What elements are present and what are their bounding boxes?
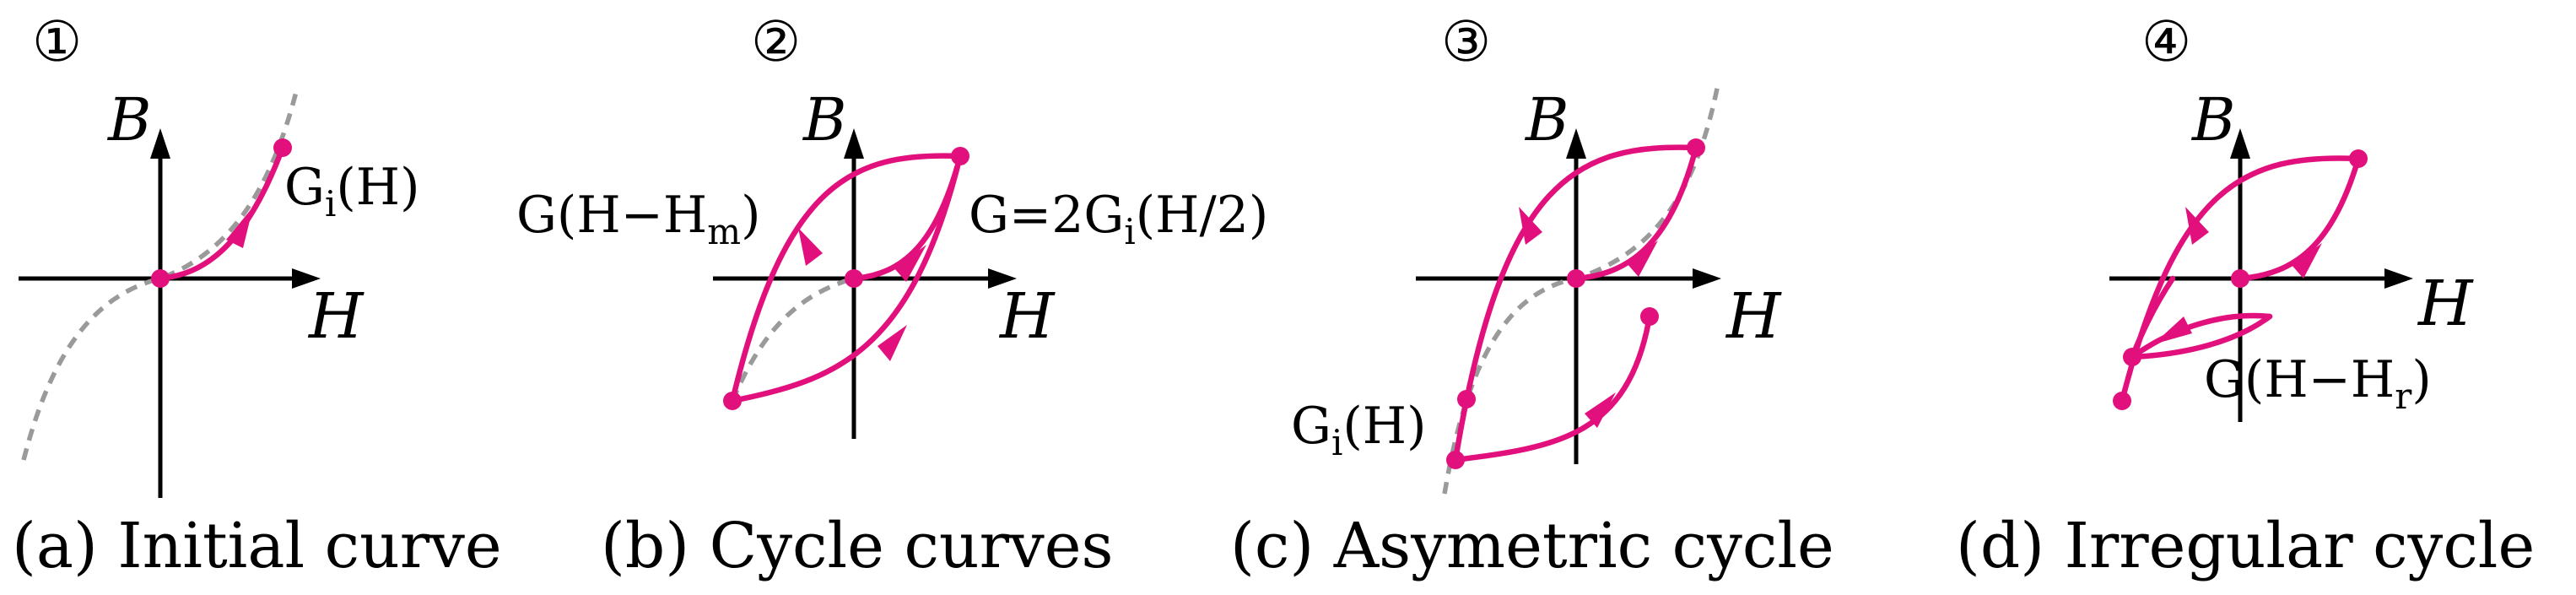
descending-arrow [2185,207,2209,245]
initial-curve [157,144,286,282]
panel-caption: (c) Asymetric cycle [1230,510,1834,582]
panel-caption: (d) Irregular cycle [1956,510,2535,582]
ascending-arrow [878,325,907,361]
max-point [2349,149,2368,168]
turning-point [1457,390,1476,408]
minor-loop-arrow [2153,316,2192,344]
b-axis-arrowhead [844,128,864,159]
h-axis-label: H [2417,268,2474,340]
curve-label: Gi(H) [284,158,420,224]
b-axis-label: B [1524,85,1569,154]
b-axis-arrowhead [2230,128,2250,159]
initial-arrow [1627,241,1658,277]
panel-initial-curve: ① H B Gi(H) (a) Initial curve [12,9,502,582]
left-branch-label: G(H−Hm) [516,186,761,252]
b-axis-arrowhead [1566,128,1586,159]
b-axis-label: B [2190,85,2235,154]
h-axis-arrowhead [2384,268,2413,289]
panel-number: ④ [2141,9,2191,74]
initial-arrow [894,245,926,282]
minor-loop-lower [2129,313,2273,360]
h-axis-label: H [307,280,365,353]
initial-curve [1573,144,1699,282]
h-axis-arrowhead [292,268,321,289]
h-axis-arrowhead [1693,268,1721,289]
panel-irregular-cycle: ④ H B G(H−Hr) (d) Irregular cycle [1956,9,2535,582]
ascending-branch [729,153,964,404]
panel-caption: (b) Cycle curves [601,510,1114,582]
curve-label: Gi(H) [1291,397,1427,463]
right-branch-label-main: G=2G [969,186,1124,245]
initial-arrow [2292,243,2322,279]
b-axis-arrowhead [150,128,170,159]
right-branch-label-sub: i [1124,211,1135,252]
panel-caption: (a) Initial curve [12,510,502,582]
curve-label-rest: (H) [336,158,419,217]
b-axis-label: B [106,85,151,154]
curve-label-sub: i [325,183,336,224]
ascending-arrow [1585,392,1616,428]
reversal-point [2123,348,2141,366]
end-point [1640,307,1659,326]
curve-label-rest: ) [2411,350,2431,409]
descending-arrow [1519,207,1542,245]
max-point [951,147,969,165]
origin-point [1567,269,1585,288]
min-point [1446,451,1465,469]
b-axis-label: B [802,85,846,154]
descending-arrow [798,228,823,266]
virgin-curve-dashed [21,88,300,461]
curve-label-main: G [284,158,325,217]
min-point [723,392,742,410]
curve-label-rest: (H) [1342,397,1426,456]
descending-branch [729,153,964,404]
descending-branch [1452,144,1699,463]
minor-loop-return [2129,275,2176,360]
left-branch-label-rest: ) [741,186,760,245]
panel-cycle-curves: ② H B G(H−Hm) G=2Gi(H/2) (b) Cycle curve… [516,9,1268,582]
origin-point [151,269,170,288]
right-branch-label-rest: (H/2) [1136,186,1269,245]
curve-direction-arrow [226,207,253,248]
ascending-branch [1452,313,1653,463]
min-point [2113,392,2131,410]
panel-number: ① [32,9,82,74]
h-axis-label: H [998,280,1056,353]
curve-label-main: G(H−H [2204,350,2395,409]
initial-curve [851,153,964,282]
left-branch-label-main: G(H−H [516,186,707,245]
curve-label-sub: r [2395,376,2412,417]
curve-label-main: G [1291,397,1331,456]
curve-label-sub: i [1331,422,1342,463]
h-axis-arrowhead [988,268,1017,289]
panel-number: ② [751,9,801,74]
origin-point [2231,269,2249,288]
initial-curve [2237,155,2362,282]
right-branch-label: G=2Gi(H/2) [969,186,1268,252]
curve-label: G(H−Hr) [2204,350,2432,417]
origin-point [845,269,863,288]
minor-loop-upper [2129,312,2273,360]
virgin-curve-dashed [730,276,855,403]
panel-number: ③ [1441,9,1491,74]
h-axis-label: H [1725,280,1782,353]
left-branch-label-sub: m [707,211,741,252]
end-point [273,138,292,157]
max-point [1687,138,1705,157]
panel-asymmetric-cycle: ③ H B Gi(H) (c) Asymetric cycle [1230,9,1834,582]
